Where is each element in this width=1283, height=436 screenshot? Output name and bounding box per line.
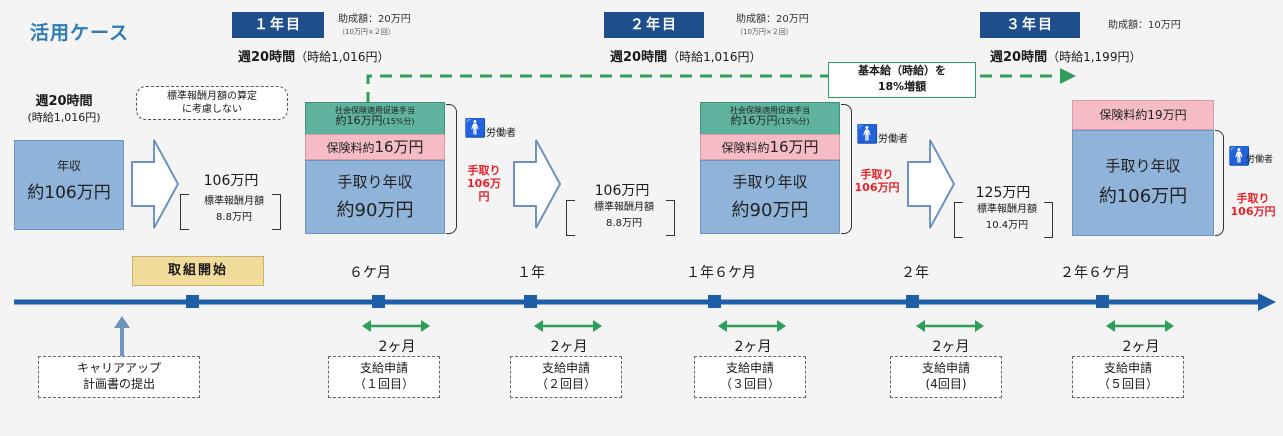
stage2-takehome: 手取り 106万円 [854,168,900,194]
stage1-std: 標準報酬月額 8.8万円 [204,196,264,223]
application-group-1 [362,318,430,408]
arrow-right-icon [907,139,956,229]
stage2-net-box: 手取り年収 約90万円 [700,160,840,234]
stage3-takehome: 手取り 106万円 [1230,192,1276,218]
application-group-2 [534,318,602,334]
start-income-box: 年収 約106万円 [14,140,124,230]
double-arrow-icon [916,320,984,332]
application-5: 支給申請 （５回目） [1072,356,1184,398]
stage1-brace [446,104,457,234]
stage1-gross: 106万円 [203,173,259,189]
application-group-5 [1106,318,1174,334]
application-group-3 [718,318,786,334]
worker-icon: 🚹 [464,118,487,139]
plan-submission-box: キャリアアップ 計画書の提出 [38,356,200,398]
stage3-std: 標準報酬月額 10.4万円 [977,204,1037,231]
stage3-brace [1215,130,1224,236]
interval-label-5: 2ヶ月 [1122,339,1160,355]
note-bubble: 標準報酬月額の算定 に考慮しない [136,86,288,120]
stage3-bracket-right [1044,202,1053,238]
tick-6m: ６ケ月 [349,265,391,281]
stage3-net-box: 手取り年収 約106万円 [1072,130,1214,236]
stage1-bracket-right [272,194,281,230]
interval-label-3: 2ヶ月 [734,339,772,355]
raise-label: 基本給（時給）を 18%増額 [828,62,976,98]
year2-hours: 週20時間（時給1,016円） [610,50,762,65]
stage2-brace [841,104,852,234]
stage1-worker-label: 労働者 [486,128,516,139]
worker-icon: 🚹 [1228,146,1251,167]
tick-2y6m: ２年６ケ月 [1060,265,1130,281]
page-title: 活用ケース [30,22,130,44]
tick-1y6m: １年６ケ月 [686,265,756,281]
stage3-gross: 125万円 [975,185,1031,201]
stage2-worker-label: 労働者 [878,134,908,145]
stage2-bracket-right [666,200,675,236]
stage3-premium-box: 保険料約19万円 [1072,100,1214,130]
arrow-right-icon [513,139,562,229]
tick-1y: １年 [517,265,545,281]
stage2-bracket-left [566,200,575,236]
stage1-bracket-left [180,194,189,230]
year1-subsidy: 助成額：20万円 （10万円×２回） [338,14,411,36]
stage2-gross: 106万円 [594,183,650,199]
timeline-axis [14,293,1276,311]
year3-hours: 週20時間（時給1,199円） [990,50,1142,65]
application-group-4 [916,318,984,334]
interval-label-1: 2ヶ月 [378,339,416,355]
double-arrow-icon [718,320,786,332]
start-hours: 週20時間 (時給1,016円) [27,94,101,124]
double-arrow-icon [1106,320,1174,332]
year1-hours: 週20時間（時給1,016円） [238,50,390,65]
stage2-allowance-box: 社会保険適用促進手当 約16万円(15%分) [700,102,840,136]
year1-badge: １年目 [232,12,324,38]
double-arrow-icon [362,320,430,332]
interval-label-4: 2ヶ月 [932,339,970,355]
up-arrow-icon [114,316,130,356]
stage2-premium-box: 保険料約16万円 [700,134,840,160]
application-1: 支給申請 （１回目） [328,356,440,398]
year2-subsidy: 助成額：20万円 （10万円×２回） [736,14,809,36]
stage1-allowance-box: 社会保険適用促進手当 約16万円(15%分) [305,102,445,136]
year2-badge: ２年目 [604,12,704,38]
stage3-worker-label: 労働者 [1246,155,1274,165]
year3-badge: ３年目 [980,12,1080,38]
application-4: 支給申請 (4回目) [890,356,1002,398]
application-2: 支給申請 （２回目） [510,356,622,398]
year3-subsidy: 助成額：10万円 [1108,20,1181,31]
worker-icon: 🚹 [856,124,879,145]
interval-label-2: 2ヶ月 [550,339,588,355]
tick-2y: ２年 [901,265,929,281]
stage3-bracket-left [954,202,963,238]
application-3: 支給申請 （３回目） [694,356,806,398]
stage1-takehome: 手取り 106万円 [467,164,501,203]
stage2-std: 標準報酬月額 8.8万円 [594,202,654,229]
stage1-net-box: 手取り年収 約90万円 [305,160,445,234]
arrow-right-icon [131,139,180,229]
double-arrow-icon [534,320,602,332]
stage1-premium-box: 保険料約16万円 [305,134,445,160]
start-label: 取組開始 [132,256,264,286]
